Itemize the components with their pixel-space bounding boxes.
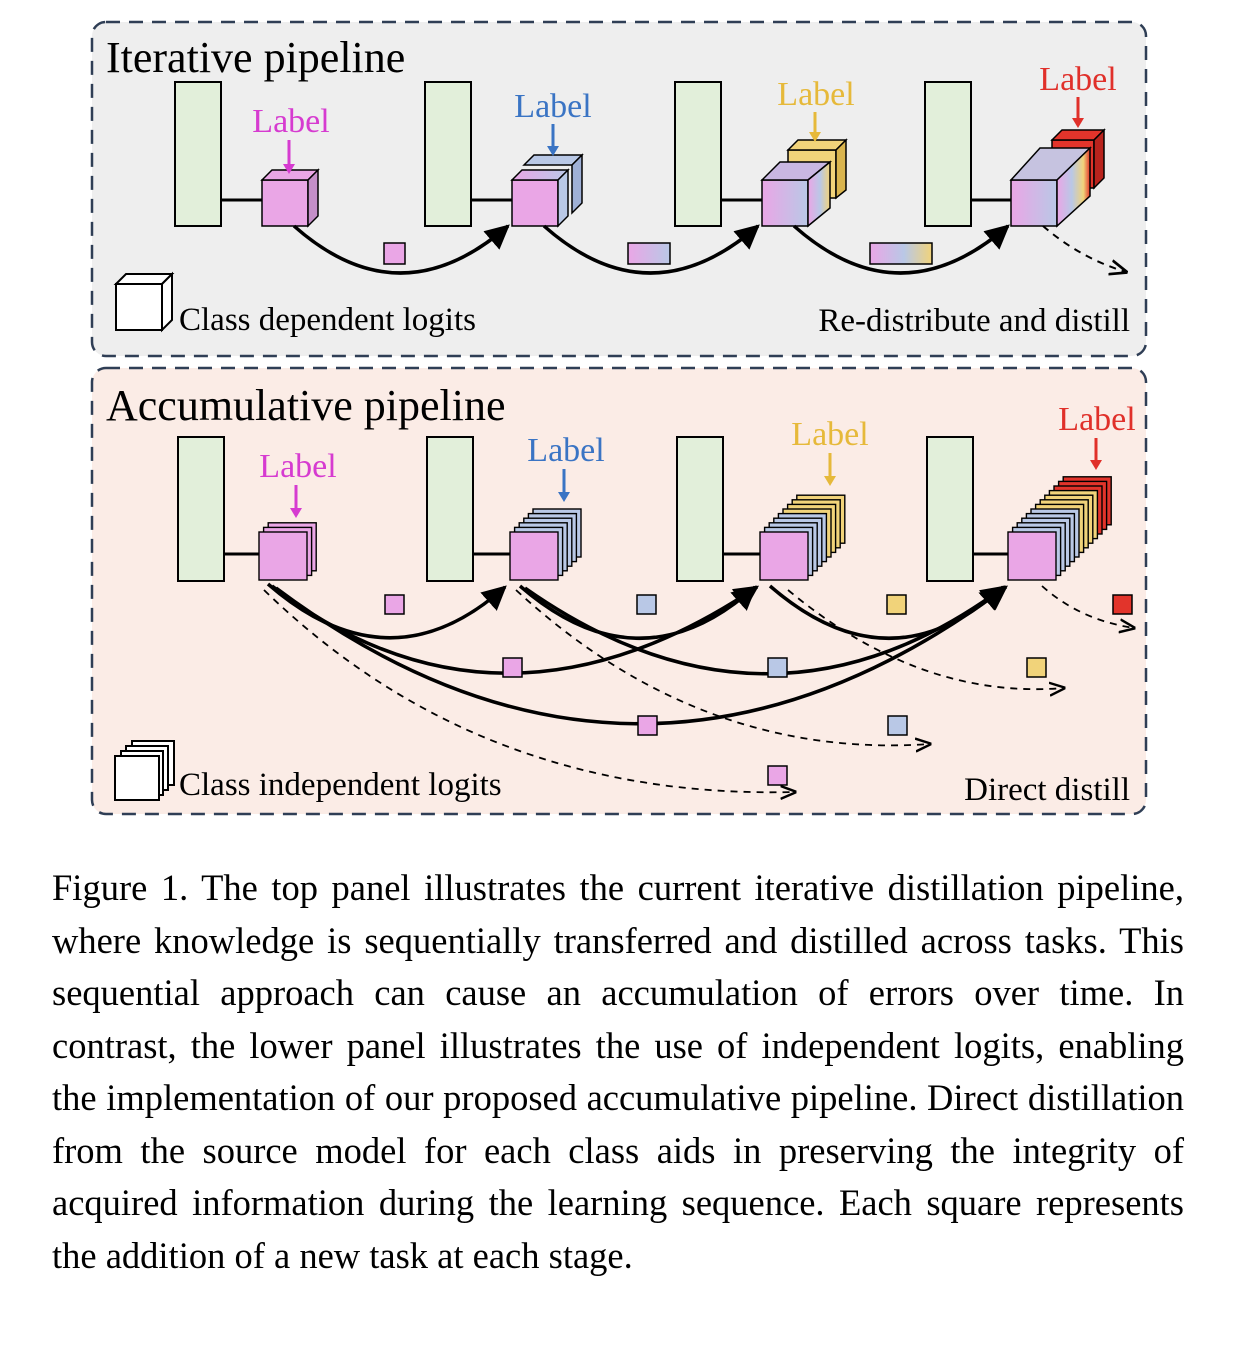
- future-arc: [263, 589, 795, 792]
- iterative-legend: Class dependent logits: [179, 302, 476, 338]
- logit-chip: [636, 594, 657, 615]
- logit-cube-stage-1: [260, 168, 320, 228]
- model-block: [926, 436, 974, 582]
- logit-stack-stage-3: [759, 494, 846, 581]
- logit-card: [258, 531, 308, 581]
- distill-arc: [518, 584, 757, 640]
- label-stage-1: Label: [259, 448, 336, 485]
- model-block: [676, 436, 724, 582]
- distill-arc: [768, 584, 1005, 640]
- label-arrowhead: [283, 164, 295, 174]
- model-block: [174, 81, 222, 227]
- logit-chip: [637, 715, 658, 736]
- iterative-right-note: Re-distribute and distill: [818, 303, 1130, 339]
- iterative-title: Iterative pipeline: [106, 33, 405, 82]
- figure-caption: Figure 1. The top panel illustrates the …: [52, 867, 1184, 1276]
- logit-chip: [502, 657, 523, 678]
- logit-stack-stage-1: [258, 522, 317, 581]
- label-arrowhead: [1090, 460, 1102, 470]
- label-stage-4: Label: [1058, 401, 1135, 438]
- distill-arc: [292, 224, 510, 275]
- future-arc: [515, 589, 930, 745]
- label-arrowhead: [1072, 118, 1084, 128]
- logit-chip: [1112, 594, 1133, 615]
- accumulative-panel-frame: [90, 366, 1148, 816]
- iterative-panel: Iterative pipeline: [90, 20, 1148, 358]
- model-block: [424, 81, 472, 227]
- model-block: [674, 81, 722, 227]
- distill-arc: [792, 224, 1010, 275]
- class-independent-icon: [114, 740, 175, 801]
- logit-stack-stage-2: [509, 508, 582, 581]
- logit-cube-stage-3: [760, 138, 848, 228]
- accumulative-panel: Accumulative pipeline Label Label Label …: [90, 366, 1148, 816]
- label-stage-2: Label: [527, 432, 604, 469]
- model-block: [924, 81, 972, 227]
- label-arrowhead: [290, 508, 302, 518]
- accumulative-title: Accumulative pipeline: [106, 381, 506, 430]
- logit-card: [509, 531, 559, 581]
- accumulative-right-note: Direct distill: [964, 772, 1130, 808]
- logit-chip: [384, 594, 405, 615]
- label-stage-3: Label: [777, 76, 854, 113]
- pipeline-diagram: Iterative pipeline: [90, 20, 1148, 816]
- logit-stack-stage-4: [1007, 476, 1112, 581]
- logit-cube-stage-4: [1009, 128, 1106, 228]
- logit-chip: [767, 657, 788, 678]
- class-dependent-icon: [113, 271, 175, 333]
- label-arrowhead: [547, 146, 559, 156]
- logit-card: [1007, 531, 1057, 581]
- accumulative-legend: Class independent logits: [179, 767, 502, 803]
- logit-chip: [1026, 657, 1047, 678]
- label-stage-3: Label: [791, 416, 868, 453]
- logit-chip: [887, 715, 908, 736]
- model-block: [177, 436, 225, 582]
- label-stage-2: Label: [514, 88, 591, 125]
- distill-arc: [542, 224, 760, 275]
- label-stage-1: Label: [252, 103, 329, 140]
- logit-chip: [767, 765, 788, 786]
- logit-chip: [886, 594, 907, 615]
- label-arrowhead: [824, 476, 836, 486]
- logit-chip: [383, 242, 406, 265]
- logit-chip: [627, 242, 671, 265]
- logit-chip: [869, 242, 933, 265]
- label-stage-4: Label: [1039, 61, 1116, 98]
- distill-arc: [266, 582, 507, 640]
- label-arrowhead: [809, 132, 821, 142]
- logit-cube-stage-2: [510, 153, 584, 228]
- label-arrowhead: [558, 492, 570, 502]
- future-arc: [787, 589, 1064, 689]
- model-block: [426, 436, 474, 582]
- future-arc: [1041, 585, 1134, 628]
- logit-card: [759, 531, 809, 581]
